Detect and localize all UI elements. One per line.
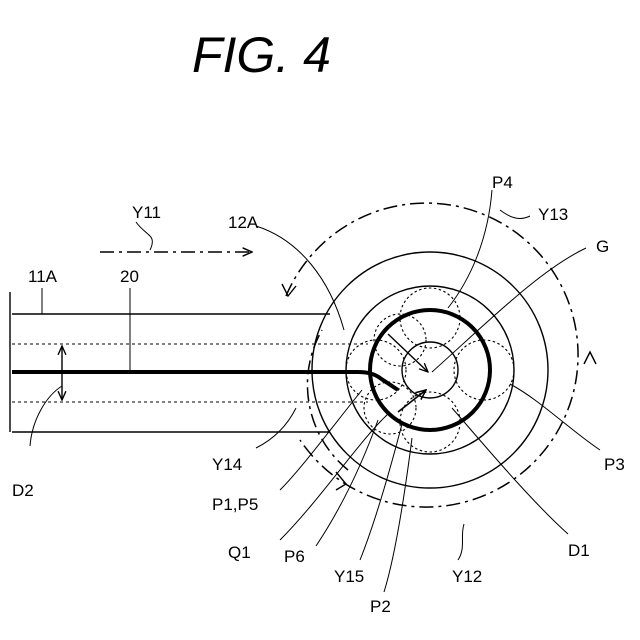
figure-title: FIG. 4: [192, 27, 331, 83]
dotted-circle-p2: [400, 392, 460, 452]
label-y12: Y12: [452, 567, 482, 586]
bold-path-20: [12, 372, 398, 390]
label-p1p5: P1,P5: [212, 495, 258, 514]
leader-p1p5: [280, 390, 362, 490]
inner-arrow-diagonal: [388, 334, 428, 372]
leader-d2: [30, 386, 62, 446]
label-p6: P6: [284, 547, 305, 566]
dotted-circle-p6: [364, 382, 416, 434]
label-q1: Q1: [228, 543, 251, 562]
label-12a: 12A: [228, 213, 259, 232]
leader-p3: [510, 384, 600, 450]
center-circle-g: [402, 342, 458, 398]
dash-dot-circle-y13: [286, 203, 578, 507]
label-d1: D1: [568, 541, 590, 560]
label-p3: P3: [604, 455, 625, 474]
leader-p2: [384, 438, 412, 592]
label-d2: D2: [12, 481, 34, 500]
leader-p6: [316, 420, 378, 546]
leader-y15: [360, 424, 402, 560]
leader-d1: [452, 408, 568, 534]
leader-y12: [458, 524, 464, 560]
label-y14: Y14: [212, 455, 242, 474]
leader-y14: [256, 408, 296, 448]
leader-y11: [136, 222, 152, 250]
arrow-y13-right: [584, 352, 596, 364]
dotted-circle-p4: [400, 288, 460, 348]
bold-circle-d1: [370, 310, 490, 430]
leader-y13: [500, 210, 530, 218]
leader-q1: [280, 414, 388, 540]
label-20: 20: [120, 267, 139, 286]
label-11a: 11A: [28, 267, 58, 286]
label-p4: P4: [492, 173, 513, 192]
label-p2: P2: [370, 597, 391, 616]
label-g: G: [596, 237, 609, 256]
label-y11: Y11: [132, 203, 161, 222]
label-y15: Y15: [334, 567, 364, 586]
label-y13: Y13: [538, 205, 568, 224]
dotted-circle-p3: [454, 340, 514, 400]
arrow-y12: [336, 472, 346, 490]
